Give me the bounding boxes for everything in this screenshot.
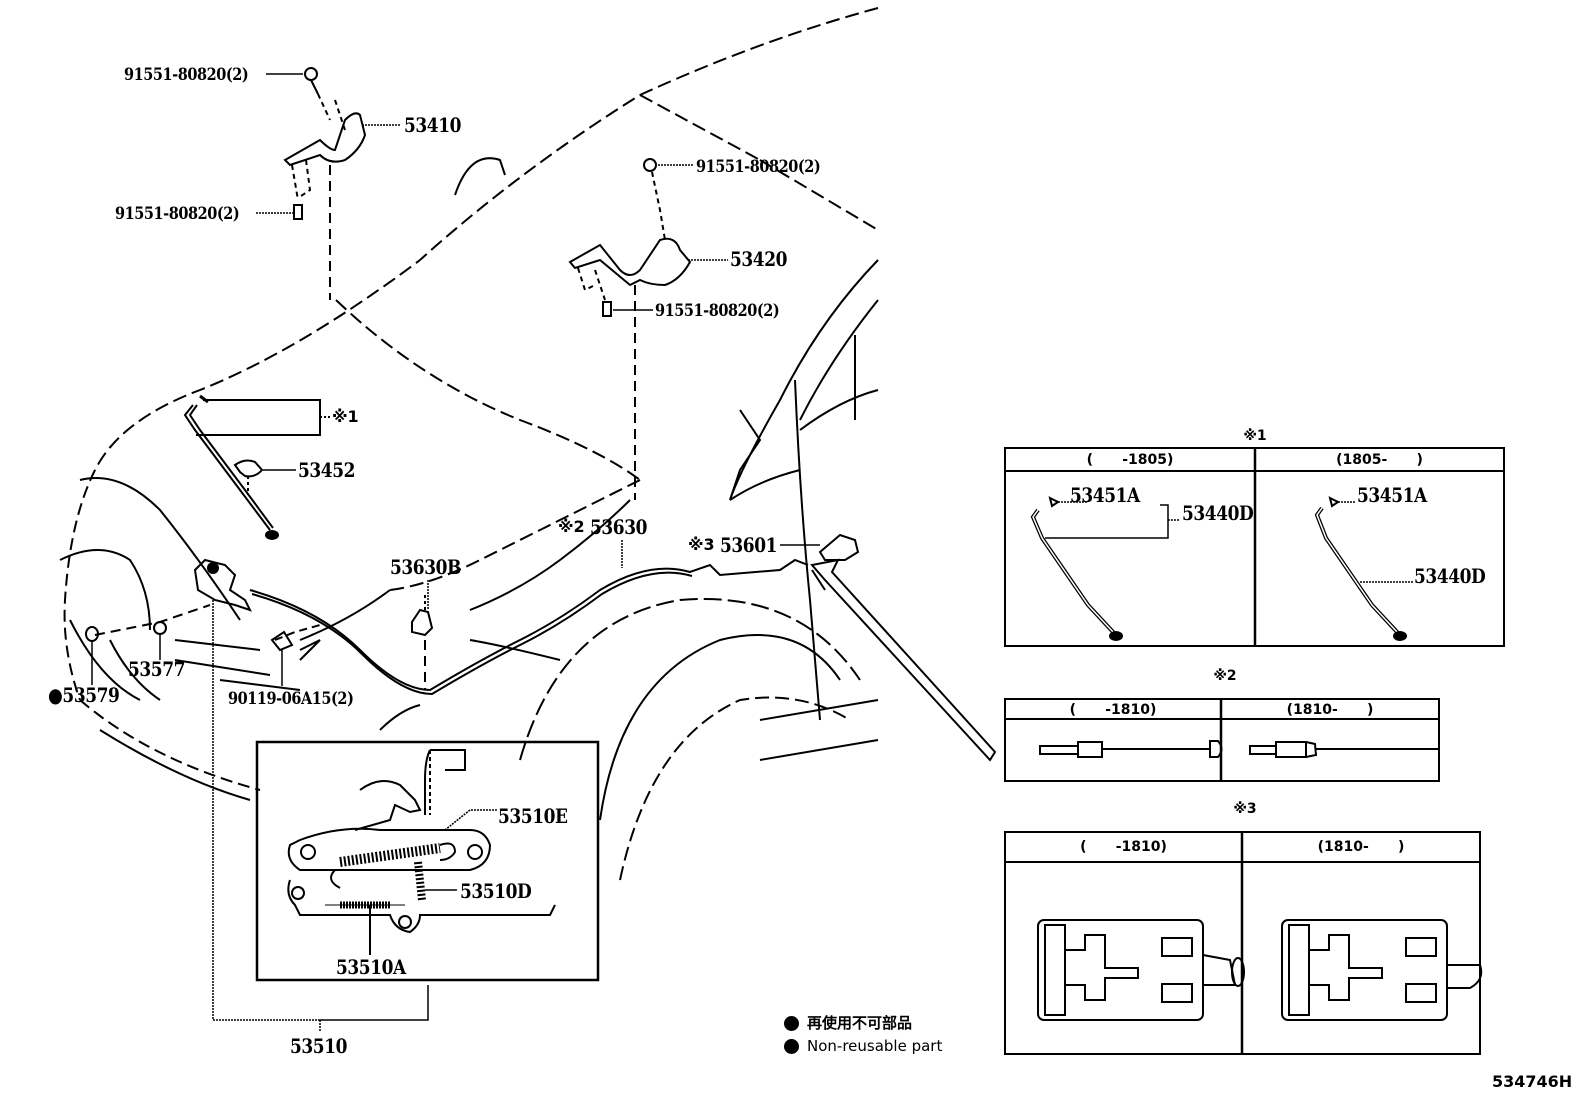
release-lever-new: [1281, 919, 1483, 1021]
part-label-bolt-lock[interactable]: 90119-06A15(2): [228, 689, 354, 709]
drawing-id: 534746H: [1492, 1072, 1573, 1091]
non-reusable-bullet-icon: [784, 1039, 799, 1054]
part-label-bolt-bottom-right[interactable]: 91551-80820(2): [655, 301, 780, 321]
part-label-support-bracket[interactable]: 53452: [298, 458, 356, 482]
part-label-cushion-53579[interactable]: ●53579: [48, 683, 120, 707]
car-body-outline: [59, 7, 879, 881]
variant-table-2: [1004, 698, 1440, 782]
part-label-cable-clamp[interactable]: 53630B: [390, 555, 461, 579]
ref-mark-hood-support[interactable]: ※1: [332, 407, 359, 426]
spring-53510E: [339, 843, 441, 867]
variant-table-1-ref: ※1: [1243, 428, 1267, 444]
non-reusable-marker: ●: [48, 683, 63, 707]
part-label-release-cable[interactable]: 53630: [590, 515, 648, 539]
variant-table-3-col-1-header: ( -1810): [1080, 839, 1167, 855]
part-label-spring-53510D[interactable]: 53510D: [460, 879, 532, 903]
leader-lines: [91, 73, 820, 1032]
ref-mark-release-cable[interactable]: ※2: [558, 517, 585, 536]
hood-support-rod-drawing: [183, 394, 330, 540]
part-label-hinge-lh[interactable]: 53410: [404, 113, 462, 137]
part-number: 53579: [62, 683, 120, 707]
variant-table-1: [1004, 447, 1505, 647]
part-label-spring-53510A[interactable]: 53510A: [336, 955, 406, 979]
part-label-53440D-new[interactable]: 53440D: [1414, 564, 1486, 588]
legend-en-text: Non-reusable part: [807, 1037, 943, 1055]
variant-table-3: [1004, 831, 1483, 1055]
variant-table-2-col-1-header: ( -1810): [1069, 702, 1157, 718]
variant-table-3-col-2-header: (1810- ): [1317, 839, 1405, 855]
hood-lock-drawing: [85, 558, 809, 696]
part-label-53451A-new[interactable]: 53451A: [1357, 483, 1427, 507]
lock-detail-box: [255, 740, 600, 982]
part-label-53451A-old[interactable]: 53451A: [1070, 483, 1140, 507]
legend-non-reusable-en: Non-reusable part: [784, 1037, 942, 1055]
hood-hinge-rh-drawing: [568, 158, 692, 500]
part-label-spring-53510E[interactable]: 53510E: [498, 804, 568, 828]
part-label-hinge-rh[interactable]: 53420: [730, 247, 788, 271]
ref-mark-release-lever[interactable]: ※3: [688, 535, 715, 554]
legend-non-reusable-jp: 再使用不可部品: [784, 1012, 912, 1033]
non-reusable-bullet-icon: [784, 1016, 799, 1031]
part-label-bolt-top-right[interactable]: 91551-80820(2): [696, 157, 821, 177]
variant-table-2-col-2-header: (1810- ): [1286, 702, 1374, 718]
part-label-lock-assembly[interactable]: 53510: [290, 1034, 348, 1058]
legend-jp-text: 再使用不可部品: [807, 1014, 913, 1032]
variant-table-1-col-1-header: ( -1805): [1086, 452, 1174, 468]
release-lever-drawing: [810, 533, 997, 762]
release-lever-old: [1037, 919, 1245, 1021]
variant-table-2-ref: ※2: [1213, 668, 1237, 684]
part-label-release-lever[interactable]: 53601: [720, 533, 778, 557]
variant-table-3-ref: ※3: [1233, 801, 1257, 817]
hood-hinge-lh-drawing: [283, 67, 367, 300]
variant-table-1-col-2-header: (1805- ): [1336, 452, 1423, 468]
part-label-bolt-bottom-left[interactable]: 91551-80820(2): [115, 204, 240, 224]
part-label-53440D-old[interactable]: 53440D: [1182, 501, 1254, 525]
part-label-cushion-53577[interactable]: 53577: [128, 657, 186, 681]
part-label-bolt-top-left[interactable]: 91551-80820(2): [124, 65, 249, 85]
